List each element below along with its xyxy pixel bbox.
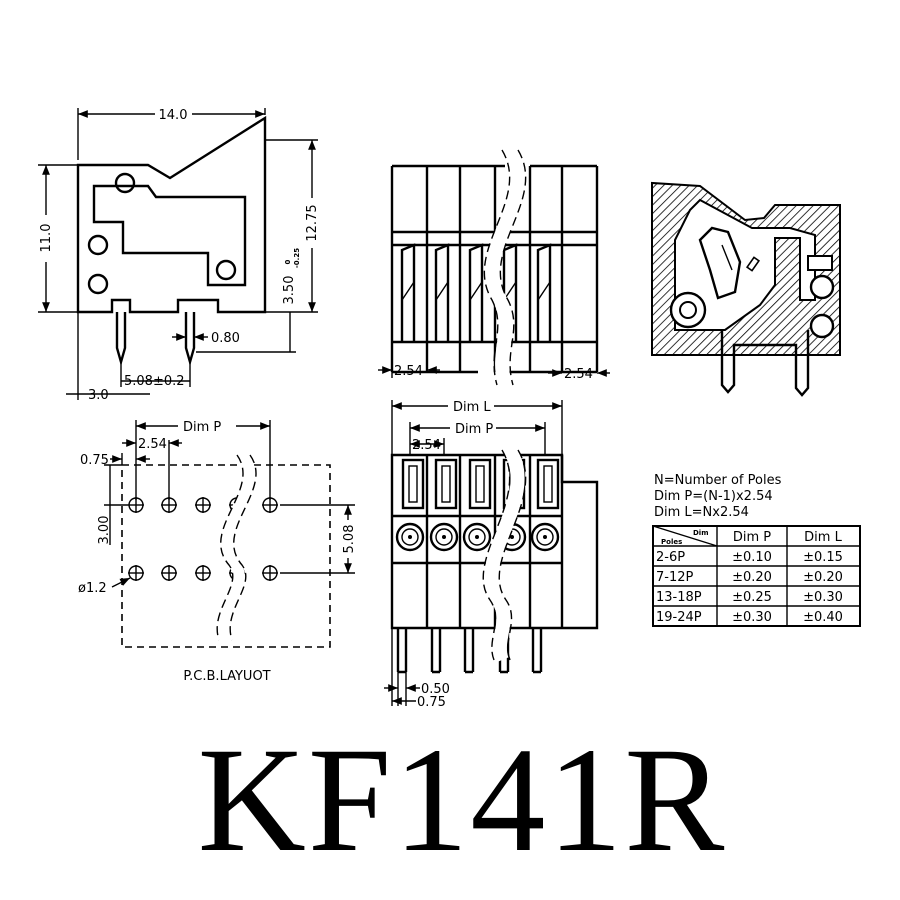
bottom-view: Dim L Dim P 2.54 0.50 0.75	[384, 400, 599, 710]
pcb-dim-p: Dim P	[183, 420, 221, 435]
table-row-dim-l: ±0.40	[803, 610, 843, 625]
hole-row-top	[128, 497, 278, 513]
table-corner-poles: Poles	[661, 538, 682, 546]
pcb-layout-label: P.C.B.LAYUOT	[183, 669, 270, 684]
hole-row-bottom	[128, 565, 278, 581]
pcb-edge: 0.75	[80, 453, 109, 468]
side-view: 14.0 11.0 12.75 3.50 0 -0.25 0.80 5.08±0…	[38, 108, 320, 403]
pcb-row-spacing: 5.08	[342, 525, 357, 554]
table-row-poles: 2-6P	[656, 550, 685, 565]
bottom-dim-l: Dim L	[453, 400, 491, 415]
height-dim: 11.0	[39, 224, 54, 253]
section-view	[651, 181, 841, 397]
front-left-pitch: 2.54	[394, 364, 423, 379]
front-view: 2.54 2.54	[378, 146, 610, 387]
bottom-pin-thickness: 0.50	[421, 682, 450, 697]
pcb-pitch: 2.54	[138, 437, 167, 452]
bottom-dim-p: Dim P	[455, 422, 493, 437]
note-line-1: N=Number of Poles	[654, 473, 782, 488]
table-row-dim-p: ±0.30	[732, 610, 772, 625]
model-title: KF141R	[198, 717, 727, 883]
pin-width-dim: 0.80	[211, 331, 240, 346]
pcb-layout: Dim P 2.54 0.75 3.00 5.08 ø1.2 P.C.B.LAY…	[78, 420, 357, 684]
width-dim: 14.0	[159, 108, 188, 123]
note-line-3: Dim L=Nx2.54	[654, 505, 749, 520]
note-line-2: Dim P=(N-1)x2.54	[654, 489, 773, 504]
bottom-pitch: 2.54	[412, 438, 441, 453]
table-header-dim-l: Dim L	[804, 530, 842, 545]
table-row-poles: 13-18P	[656, 590, 702, 605]
total-height-dim: 12.75	[305, 204, 320, 241]
front-right-pitch: 2.54	[564, 367, 593, 382]
pin-offset-dim: 3.0	[88, 388, 109, 403]
table-row-poles: 19-24P	[656, 610, 702, 625]
push-buttons	[395, 522, 560, 552]
table-header-dim-p: Dim P	[733, 530, 771, 545]
pin-length-tol-bottom: -0.25	[293, 248, 301, 268]
table-row-poles: 7-12P	[656, 570, 694, 585]
pin-length-dim: 3.50	[282, 276, 297, 305]
pcb-hole-dia: ø1.2	[78, 581, 107, 596]
table-row-dim-l: ±0.20	[803, 570, 843, 585]
pin-pitch-dim: 5.08±0.2	[124, 374, 185, 389]
notes: N=Number of Poles Dim P=(N-1)x2.54 Dim L…	[654, 473, 782, 520]
table-row-dim-l: ±0.15	[803, 550, 843, 565]
pin-length-tol-top: 0	[284, 259, 292, 264]
bottom-pins	[396, 628, 543, 674]
table-corner-dim: Dim	[693, 529, 709, 537]
table-row-dim-l: ±0.30	[803, 590, 843, 605]
pcb-row-offset: 3.00	[97, 516, 112, 545]
table-row-dim-p: ±0.20	[732, 570, 772, 585]
tolerance-table: Dim Poles Dim P Dim L 2-6P ±0.10 ±0.15 7…	[652, 525, 861, 627]
table-row-dim-p: ±0.25	[732, 590, 772, 605]
bottom-pin-width: 0.75	[417, 695, 446, 710]
table-row-dim-p: ±0.10	[732, 550, 772, 565]
